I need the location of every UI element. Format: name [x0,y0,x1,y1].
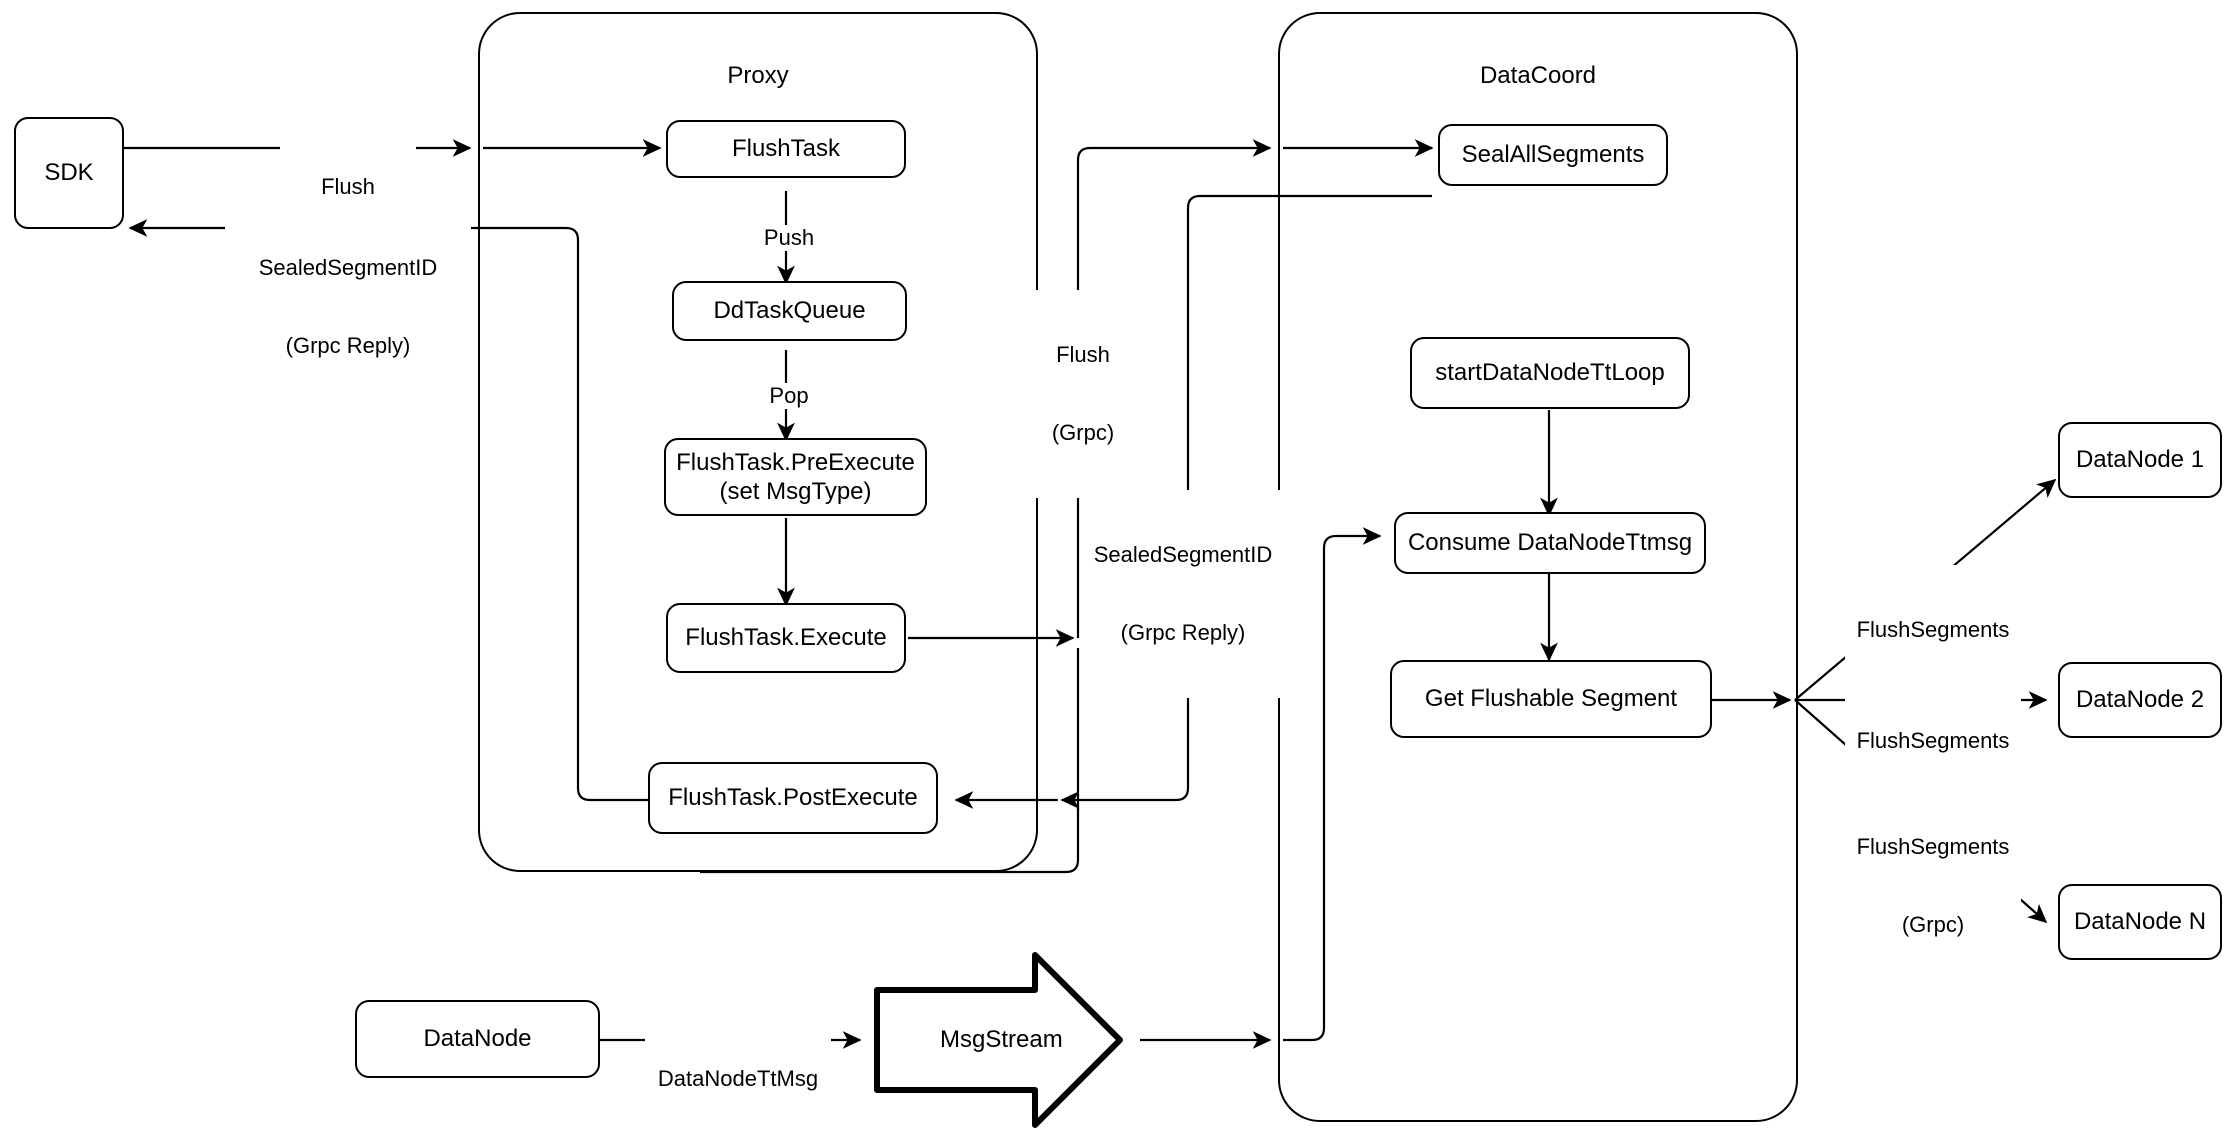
edge-label-proxy-to-datacoord-line1: Flush [1056,341,1110,367]
edge-label-proxy-to-datacoord: Flush (Grpc) [1030,290,1136,498]
node-datanode-1[interactable]: DataNode 1 [2058,422,2222,498]
edge-label-pop: Pop [746,383,832,409]
edge-label-datacoord-to-proxy: SealedSegmentID (Grpc Reply) [1082,490,1284,698]
node-sdk[interactable]: SDK [14,117,124,229]
node-seal-all-segments[interactable]: SealAllSegments [1438,124,1668,186]
edge-label-flush-segments-n-line2: (Grpc) [1901,911,1965,937]
node-consume-datanode-ttmsg[interactable]: Consume DataNodeTtmsg [1394,512,1706,574]
node-start-datanode-tt-loop[interactable]: startDataNodeTtLoop [1410,337,1690,409]
edge-label-proxy-to-sdk: SealedSegmentID (Grpc Reply) [225,203,471,411]
node-datanode[interactable]: DataNode [355,1000,600,1078]
edge-label-datacoord-to-proxy-line1: SealedSegmentID [1093,541,1273,567]
node-msgstream-label: MsgStream [940,1026,1063,1053]
node-flush-task-pre-execute-line1: FlushTask.PreExecute [676,448,915,476]
msgstream-shape [874,952,1123,1128]
rail-reply-bottom-curve [700,806,1080,874]
node-get-flushable-segment[interactable]: Get Flushable Segment [1390,660,1712,738]
group-datacoord-title: DataCoord [1479,62,1597,89]
node-flush-task-execute[interactable]: FlushTask.Execute [666,603,906,673]
node-flush-task-pre-execute[interactable]: FlushTask.PreExecute (set MsgType) [664,438,927,516]
rail-flush-to-datacoord [1076,139,1272,638]
edge-label-datacoord-to-proxy-line2: (Grpc Reply) [1120,619,1246,645]
edge-label-flush-segments-n-line1: FlushSegments [1856,833,2010,859]
edge-label-flush-segments-1-line1: FlushSegments [1856,616,2010,642]
node-flush-task-post-execute[interactable]: FlushTask.PostExecute [648,762,938,834]
rail-msgstream-up-to-consume [1283,527,1382,1042]
edge-postexecute-return-to-sdk [350,226,655,802]
edge-label-sdk-to-proxy-line1: Flush [321,173,375,199]
node-datanode-n[interactable]: DataNode N [2058,884,2222,960]
edge-label-flush-segments-n: FlushSegments (Grpc) [1845,782,2021,990]
node-flush-task[interactable]: FlushTask [666,120,906,178]
node-dd-task-queue[interactable]: DdTaskQueue [672,281,907,341]
edge-label-flush-segments-2-line1: FlushSegments [1856,727,2010,753]
group-proxy-title: Proxy [727,62,789,89]
edge-label-datanode-ttmsg-line1: DataNodeTtMsg [657,1065,819,1091]
node-datanode-2[interactable]: DataNode 2 [2058,662,2222,738]
edge-label-push: Push [741,225,837,251]
edge-label-proxy-to-datacoord-line2: (Grpc) [1051,419,1115,445]
edge-label-proxy-to-sdk-line2: (Grpc Reply) [285,332,411,358]
edge-label-datanode-ttmsg: DataNodeTtMsg (Msgstream) [645,1014,831,1135]
node-flush-task-pre-execute-line2: (set MsgType) [719,478,872,505]
edge-label-proxy-to-sdk-line1: SealedSegmentID [258,254,438,280]
